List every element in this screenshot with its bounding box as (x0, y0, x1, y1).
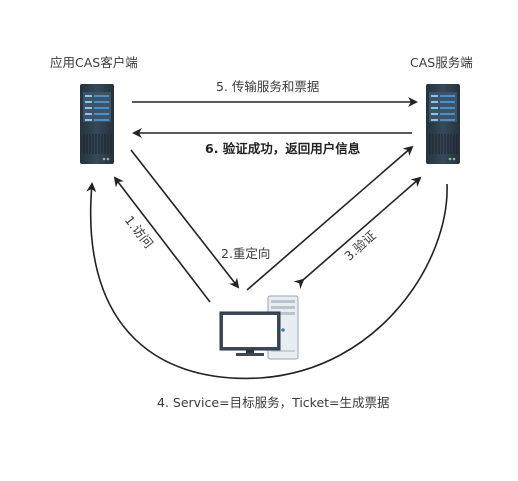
step5-label: 5. 传输服务和票据 (216, 79, 320, 94)
desktop-computer-icon (219, 295, 299, 360)
edge-step3-arrow (293, 176, 422, 290)
step4-label: 4. Service=目标服务，Ticket=生成票据 (157, 395, 390, 410)
edge-user-to-cas-arrow (246, 145, 414, 291)
edge-step4-arrow (86, 182, 448, 380)
edge-step1-arrow (113, 176, 211, 303)
step2-label: 2.重定向 (221, 246, 271, 261)
step6-label: 6. 验证成功，返回用户信息 (205, 141, 361, 156)
cas-server-icon (426, 84, 460, 164)
edge-step2-arrow (130, 149, 240, 289)
client-app-label: 应用CAS客户端 (50, 55, 138, 70)
client-server-icon (80, 84, 114, 164)
cas-server-label: CAS服务端 (410, 55, 473, 70)
